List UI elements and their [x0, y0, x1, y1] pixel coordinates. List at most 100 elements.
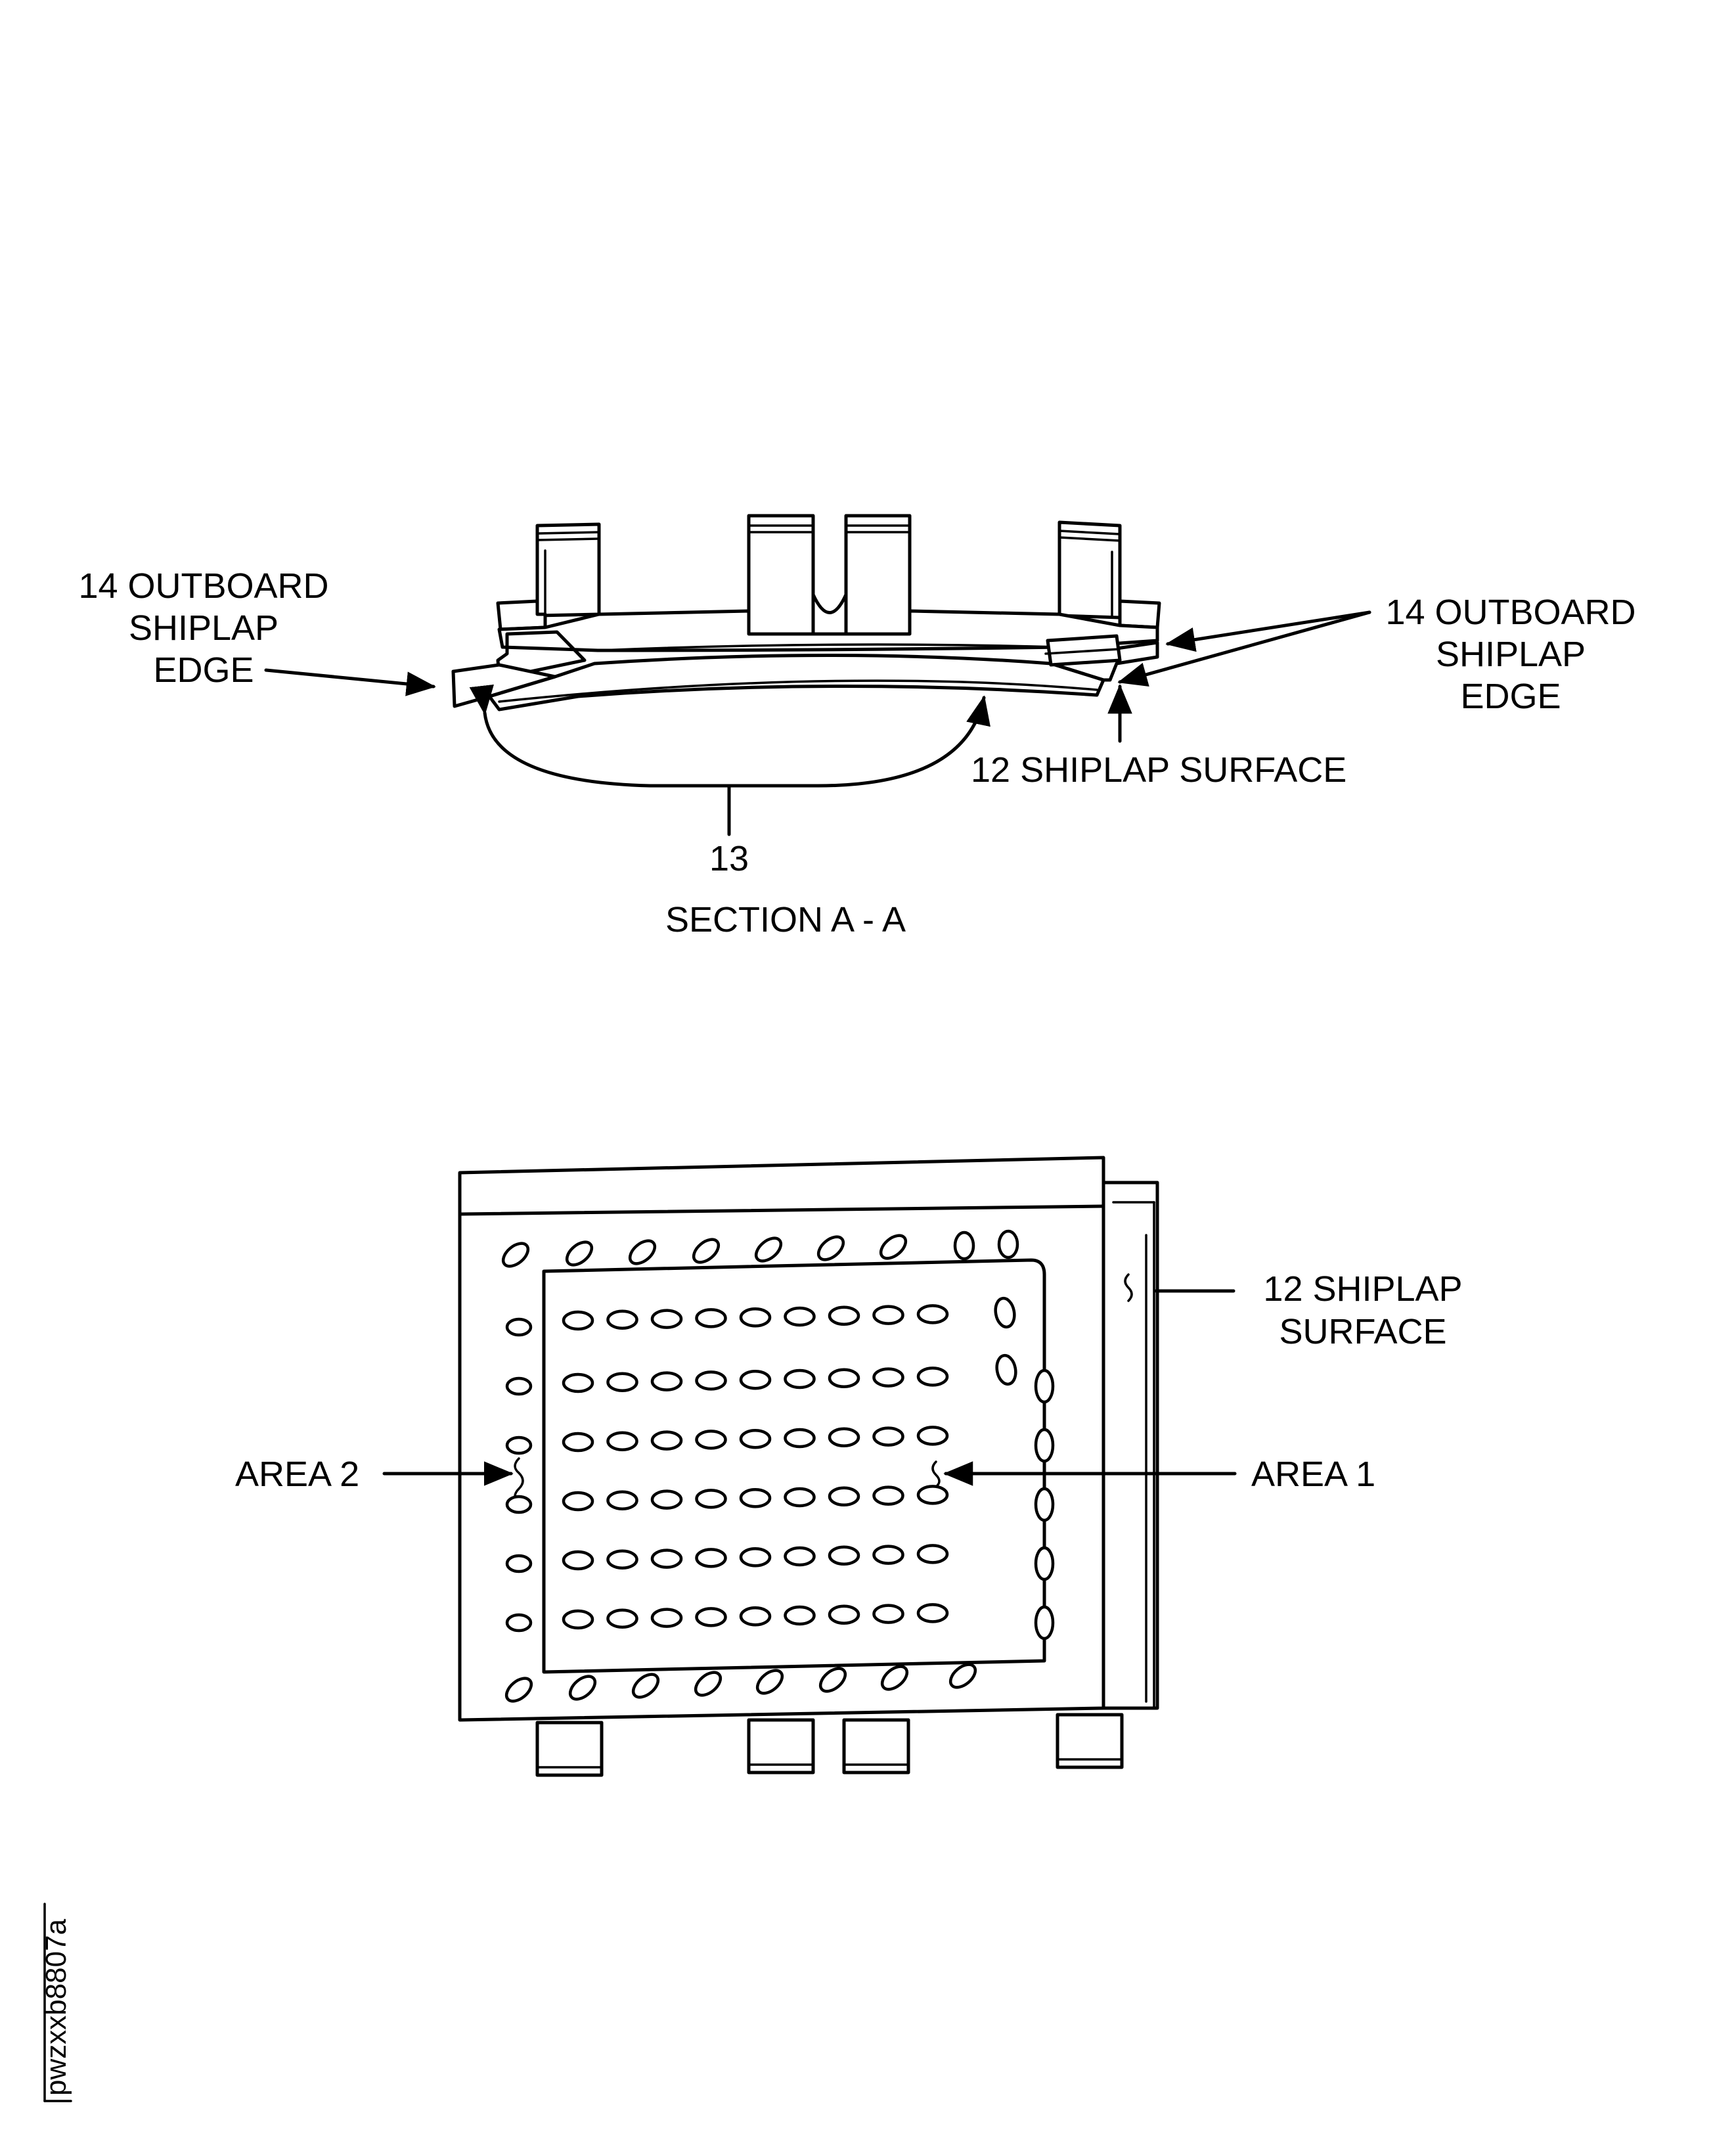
- edge-slot: [1034, 1368, 1055, 1404]
- shiplap-surface-callout: 12 SHIPLAP SURFACE: [971, 684, 1347, 790]
- bottom-hole: [504, 1677, 533, 1703]
- top-hole: [754, 1236, 783, 1263]
- lug-gap: [811, 593, 848, 614]
- cooling-hole: [562, 1432, 594, 1453]
- bottom-hole: [694, 1671, 723, 1697]
- area-1-boundary: [542, 1258, 1046, 1674]
- right-flange: [1118, 599, 1161, 629]
- cooling-hole: [916, 1367, 949, 1387]
- cooling-hole: [650, 1430, 683, 1451]
- cooling-hole: [650, 1608, 683, 1628]
- edge-slot: [1034, 1428, 1055, 1463]
- edge-hole: [505, 1376, 533, 1396]
- cooling-hole: [828, 1305, 860, 1326]
- item-13-callout: 13: [469, 684, 990, 878]
- top-hole: [501, 1242, 530, 1268]
- cooling-hole: [606, 1608, 638, 1629]
- cooling-hole: [784, 1605, 816, 1626]
- edge-hole: [505, 1435, 533, 1455]
- top-hole: [879, 1234, 908, 1260]
- upper-frame: [497, 609, 1159, 652]
- cooling-hole: [784, 1546, 816, 1567]
- cooling-hole: [562, 1550, 594, 1571]
- cooling-hole: [916, 1304, 949, 1324]
- area-2-callout: AREA 2: [235, 1455, 514, 1494]
- item-13-bracket: [469, 684, 990, 788]
- cooling-hole: [695, 1607, 727, 1627]
- left-callout-line-3: EDGE: [153, 650, 254, 690]
- cooling-hole: [916, 1544, 949, 1564]
- cooling-hole: [784, 1368, 816, 1390]
- cooling-hole: [916, 1426, 949, 1446]
- section-lug-1: [535, 522, 601, 618]
- cooling-hole: [872, 1545, 904, 1565]
- plan-lug-1: [535, 1721, 604, 1777]
- cooling-hole: [606, 1372, 638, 1393]
- cooling-hole: [828, 1368, 860, 1389]
- bottom-hole: [568, 1675, 597, 1701]
- area-1-label: AREA 1: [1251, 1455, 1375, 1494]
- plan-lug-3: [842, 1718, 910, 1774]
- cooling-hole: [606, 1309, 638, 1330]
- right-callout-line-3: EDGE: [1460, 677, 1561, 716]
- cooling-hole: [562, 1491, 594, 1512]
- right-callout-line-2: SHIPLAP: [1436, 635, 1586, 674]
- area-1-callout: AREA 1: [943, 1455, 1375, 1494]
- section-a-a-drawing: [451, 514, 1161, 712]
- cooling-hole: [916, 1485, 949, 1505]
- right-outboard-callout: 14 OUTBOARD SHIPLAP EDGE: [1117, 593, 1636, 716]
- section-caption: SECTION A - A: [665, 900, 906, 939]
- plan-lug-2: [747, 1718, 815, 1774]
- right-hole: [994, 1296, 1016, 1329]
- left-flange: [496, 599, 547, 631]
- cooling-hole: [650, 1309, 683, 1329]
- figure-id-label: pwzxxb8807a: [40, 1918, 72, 2096]
- edge-hole: [505, 1317, 533, 1337]
- left-callout-leader: [264, 668, 436, 696]
- top-hole: [692, 1238, 721, 1264]
- edge-hole: [505, 1613, 533, 1633]
- left-callout-line-1: 14 OUTBOARD: [78, 566, 328, 606]
- cooling-hole: [872, 1485, 904, 1506]
- cooling-hole: [872, 1367, 904, 1388]
- plan-surface-callout: 12 SHIPLAP SURFACE: [1154, 1269, 1463, 1351]
- bottom-hole: [818, 1667, 847, 1693]
- cooling-hole: [916, 1603, 949, 1623]
- section-lug-3: [844, 514, 912, 636]
- top-hole: [565, 1240, 594, 1267]
- cooling-hole: [784, 1487, 816, 1508]
- area-2-label: AREA 2: [235, 1455, 359, 1494]
- cooling-hole: [828, 1427, 860, 1448]
- edge-slot: [1034, 1546, 1055, 1581]
- bottom-hole: [948, 1663, 977, 1689]
- section-lug-2: [747, 514, 815, 636]
- cooling-hole: [650, 1548, 683, 1569]
- cooling-hole: [562, 1310, 594, 1331]
- right-callout-leader-2: [1117, 610, 1371, 687]
- cooling-hole: [562, 1372, 594, 1393]
- cooling-hole: [650, 1371, 683, 1391]
- cooling-hole: [828, 1545, 860, 1566]
- cooling-hole: [739, 1606, 772, 1627]
- plan-surface-line-2: SURFACE: [1279, 1312, 1446, 1351]
- top-hole: [628, 1239, 657, 1265]
- cooling-hole: [606, 1490, 638, 1511]
- cooling-hole: [739, 1428, 772, 1449]
- cooling-hole: [828, 1486, 860, 1507]
- top-hole: [816, 1235, 845, 1261]
- cooling-hole: [872, 1305, 904, 1325]
- cooling-hole: [739, 1369, 772, 1390]
- surface-label: 12 SHIPLAP SURFACE: [971, 750, 1347, 790]
- section-lug-4: [1057, 520, 1122, 620]
- cooling-hole: [739, 1487, 772, 1508]
- cooling-hole: [695, 1308, 727, 1328]
- right-callout-line-1: 14 OUTBOARD: [1385, 593, 1636, 632]
- cooling-hole: [695, 1370, 727, 1391]
- cooling-hole: [872, 1604, 904, 1624]
- cooling-hole: [739, 1547, 772, 1568]
- bottom-hole: [631, 1673, 660, 1699]
- cooling-hole: [784, 1306, 816, 1327]
- cooling-hole: [784, 1428, 816, 1449]
- area-1-mark: [931, 1460, 941, 1488]
